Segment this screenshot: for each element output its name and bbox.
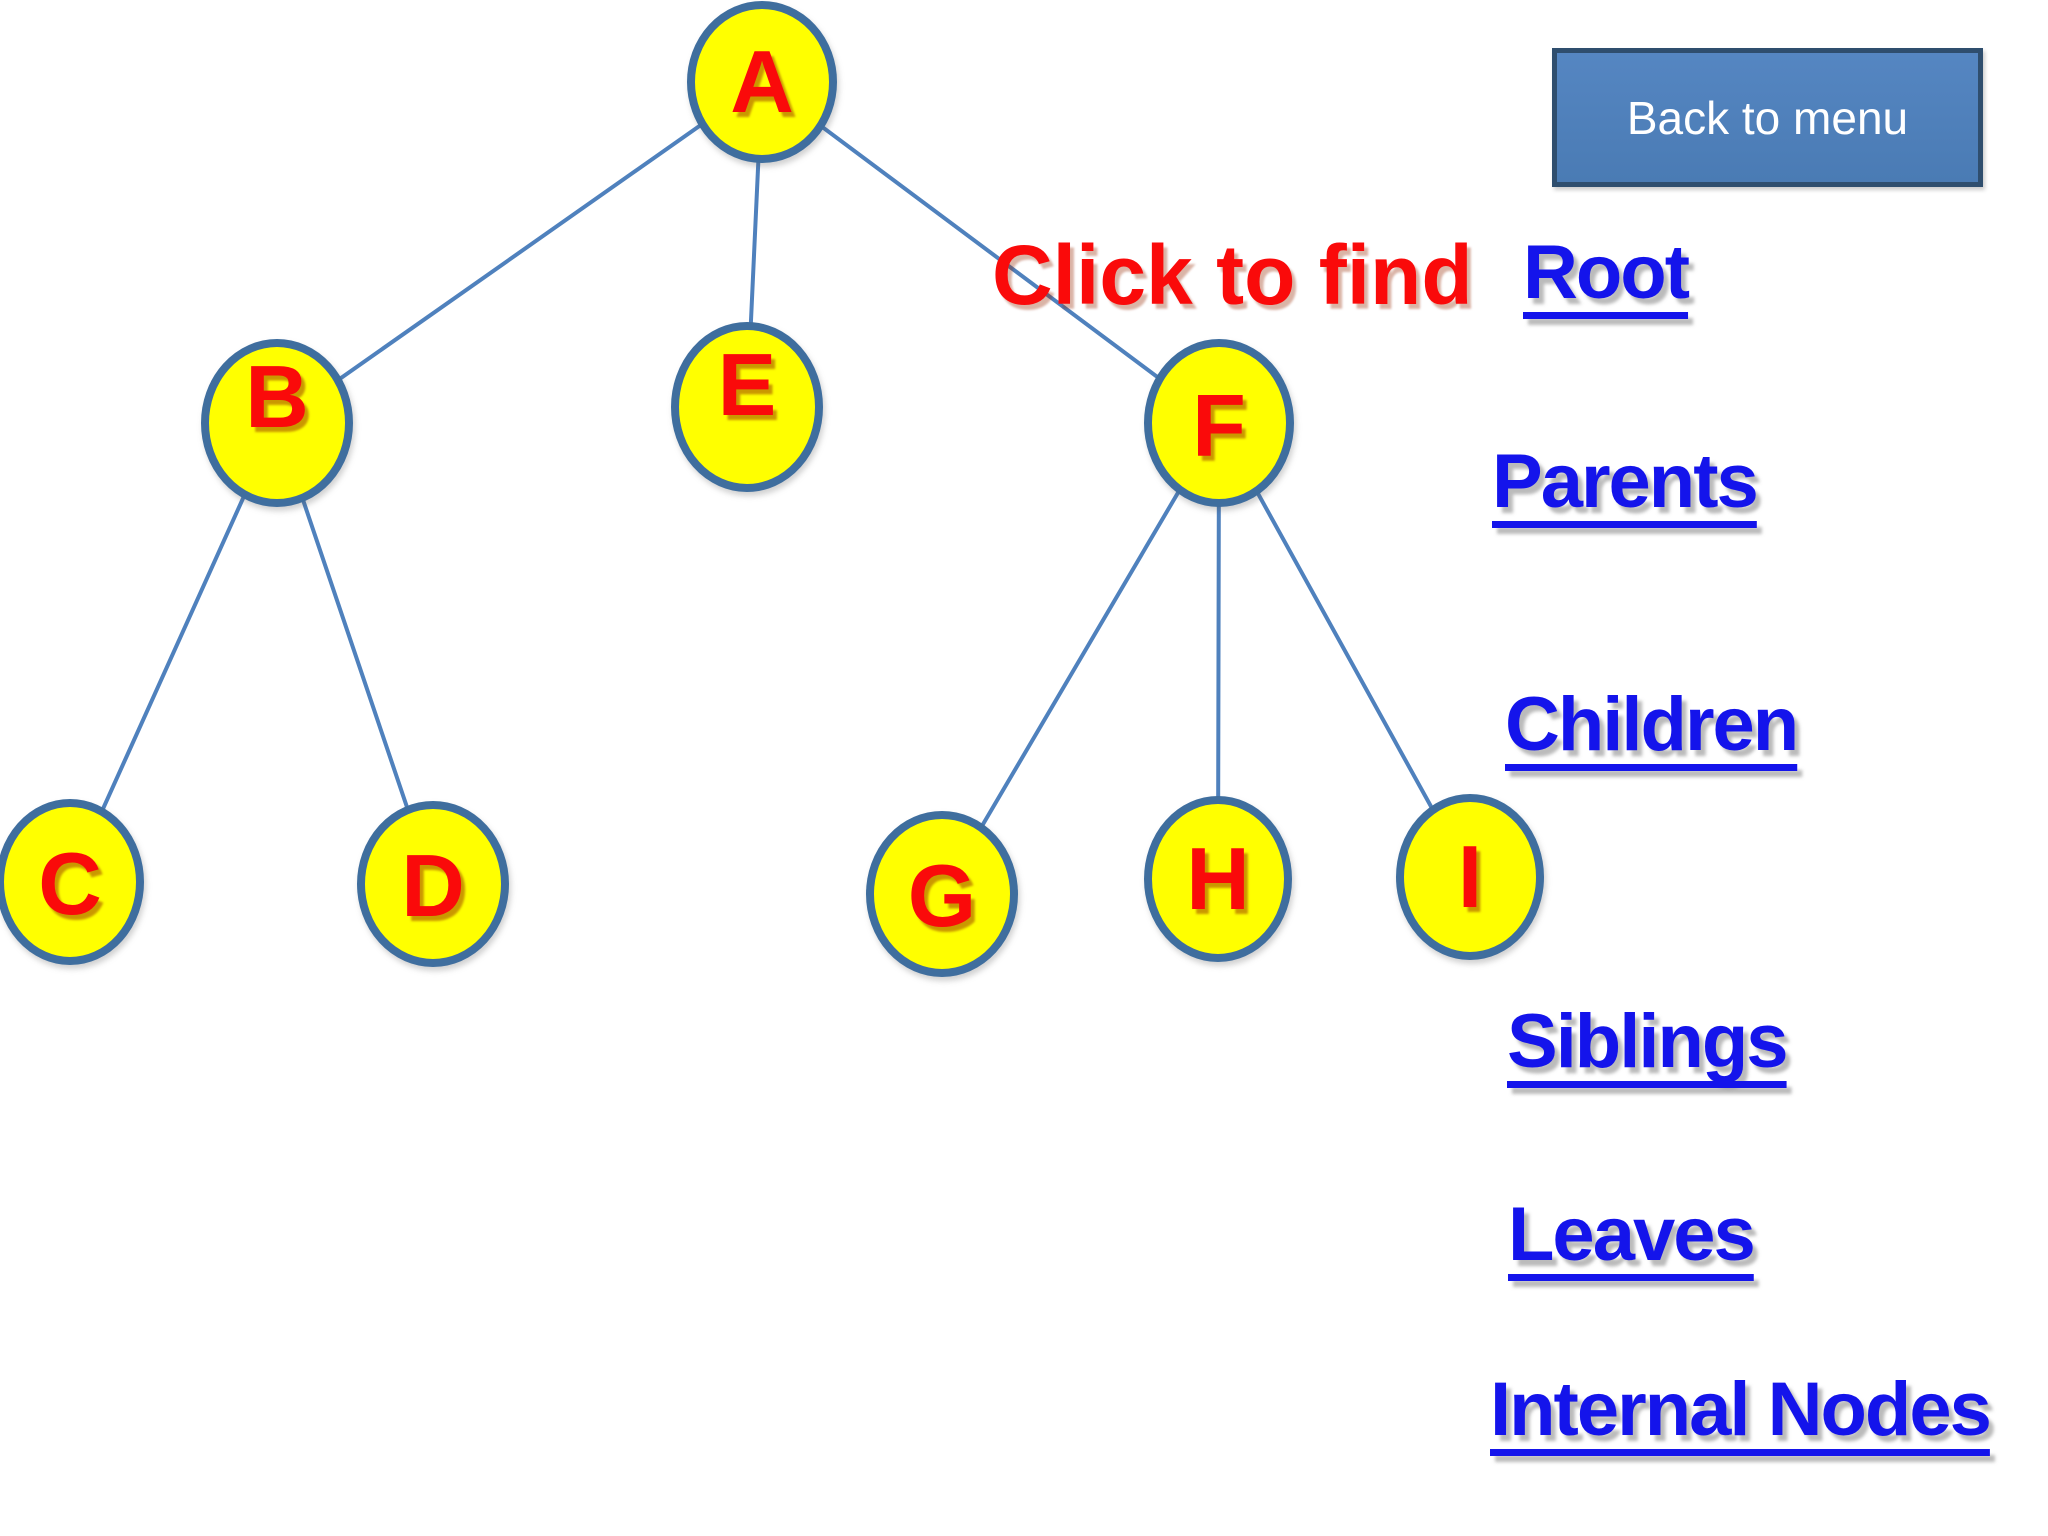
tree-node-I: I — [1396, 794, 1544, 960]
node-circle — [671, 322, 823, 492]
edge-F-I — [1217, 421, 1472, 879]
node-circle — [866, 811, 1018, 977]
link-siblings[interactable]: Siblings — [1507, 999, 1789, 1084]
node-label: E — [718, 335, 777, 434]
node-circle — [687, 1, 837, 163]
tree-node-E: E — [671, 322, 823, 492]
tree-node-H: H — [1144, 796, 1292, 962]
node-label: F — [1192, 376, 1246, 475]
back-to-menu-label: Back to menu — [1626, 91, 1909, 144]
tree-node-B: B — [201, 339, 353, 507]
node-label: H — [1186, 829, 1250, 928]
tree-node-D: D — [357, 801, 509, 967]
node-circle — [0, 799, 144, 965]
node-label: D — [401, 836, 465, 935]
link-children[interactable]: Children — [1505, 682, 1799, 767]
back-to-menu-button[interactable]: Back to menu — [1552, 48, 1983, 187]
node-label: C — [38, 834, 102, 933]
link-leaves[interactable]: Leaves — [1508, 1192, 1756, 1277]
node-circle — [1396, 794, 1544, 960]
node-label: A — [730, 32, 794, 131]
link-internal-nodes[interactable]: Internal Nodes — [1490, 1367, 1992, 1452]
edge-B-C — [68, 421, 279, 884]
click-to-find-prompt: Click to find — [992, 228, 1473, 322]
edge-A-B — [275, 80, 764, 425]
tree-node-F: F — [1144, 339, 1294, 507]
edge-F-G — [940, 421, 1221, 896]
edge-A-F — [760, 80, 1221, 425]
node-circle — [1144, 796, 1292, 962]
node-circle — [201, 339, 353, 507]
node-label: B — [245, 347, 309, 446]
node-label: I — [1458, 827, 1482, 926]
tree-node-A: A — [687, 1, 837, 163]
link-parents[interactable]: Parents — [1492, 439, 1759, 524]
node-label: G — [908, 846, 976, 945]
tree-node-G: G — [866, 811, 1018, 977]
node-circle — [1144, 339, 1294, 507]
node-circle — [357, 801, 509, 967]
tree-node-C: C — [0, 799, 144, 965]
link-root[interactable]: Root — [1523, 230, 1690, 315]
